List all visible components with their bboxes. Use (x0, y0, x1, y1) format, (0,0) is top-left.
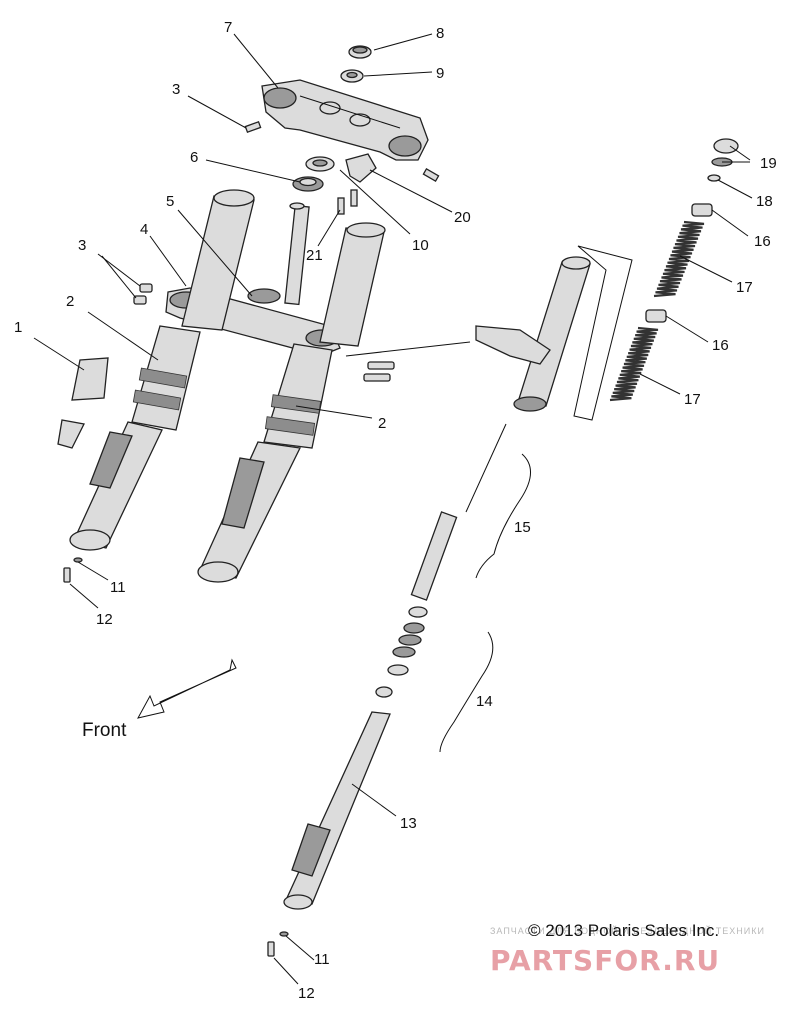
callout-11-bottom: 11 (314, 951, 330, 968)
front-direction-arrow (137, 658, 237, 719)
callout-12-left: 12 (96, 611, 113, 628)
bracket-14 (439, 631, 494, 753)
bolt-3-top (244, 120, 262, 134)
screw-12-bottom (267, 941, 275, 957)
callout-11-left: 11 (110, 579, 126, 596)
copyright-notice: © 2013 Polaris Sales Inc. (528, 921, 719, 940)
callout-14: 14 (476, 693, 493, 710)
seal-10 (305, 156, 335, 172)
spacer-16-bottom (645, 309, 667, 323)
leader-lines (33, 33, 753, 985)
callout-18: 18 (756, 193, 773, 210)
washer-9 (340, 69, 364, 83)
callout-16-bottom: 16 (712, 337, 729, 354)
exploded-upper-tube (475, 256, 591, 412)
callout-2-left: 2 (66, 293, 74, 310)
screw-12-left (63, 567, 71, 583)
callout-1: 1 (14, 319, 22, 336)
spring-17-top (653, 220, 705, 298)
top-triple-clamp (261, 79, 429, 161)
steering-stem (247, 202, 310, 306)
damper-rod-15 (410, 423, 507, 601)
clip-11-left (73, 557, 83, 563)
bracket-15 (475, 453, 531, 579)
bolts-21 (337, 189, 358, 215)
cartridge-seals-14 (375, 606, 428, 698)
washer-18 (707, 174, 721, 182)
outer-tube-13 (283, 711, 391, 910)
callout-12-bottom: 12 (298, 985, 315, 1002)
callout-10: 10 (412, 237, 429, 254)
bearing-6 (292, 176, 324, 192)
fork-leg-right (197, 222, 386, 583)
callout-9: 9 (436, 65, 444, 82)
top-cap-19 (711, 138, 739, 167)
callout-4: 4 (140, 221, 148, 238)
mount-bracket-20 (345, 153, 440, 183)
callout-21: 21 (306, 247, 323, 264)
callout-2-right: 2 (378, 415, 386, 432)
callout-numbers: 1 2 2 3 3 4 5 6 7 8 9 10 11 11 12 12 13 … (14, 19, 777, 1002)
callout-17-bottom: 17 (684, 391, 701, 408)
callout-15: 15 (514, 519, 531, 536)
callout-7: 7 (224, 19, 232, 36)
front-label: Front (82, 720, 127, 741)
spring-coil (609, 326, 659, 402)
bolts-3-left (133, 283, 153, 305)
callout-13: 13 (400, 815, 417, 832)
callout-6: 6 (190, 149, 198, 166)
callout-5: 5 (166, 193, 174, 210)
spring-coil (653, 220, 705, 298)
spacer-16-top (691, 203, 713, 217)
callout-8: 8 (436, 25, 444, 42)
bolts-middle (363, 361, 395, 382)
callout-16-top: 16 (754, 233, 771, 250)
fork-leg-left (69, 189, 255, 551)
fork-guard (57, 357, 109, 449)
cap-nut (348, 45, 372, 59)
bracket-exploded-group (573, 245, 633, 421)
callout-3-left: 3 (78, 237, 86, 254)
callout-17-top: 17 (736, 279, 753, 296)
callout-20: 20 (454, 209, 471, 226)
watermark-logo: PARTSFOR.RU (490, 944, 720, 977)
callout-19: 19 (760, 155, 777, 172)
callout-3-top: 3 (172, 81, 180, 98)
watermark-tagline: ЗАПЧАСТИ ДЛЯ ВОДНОЙ И ВЕЗДЕХОДНОЙ ТЕХНИК… (490, 925, 765, 936)
clip-11-bottom (279, 931, 289, 937)
spring-17-bottom (609, 326, 659, 402)
